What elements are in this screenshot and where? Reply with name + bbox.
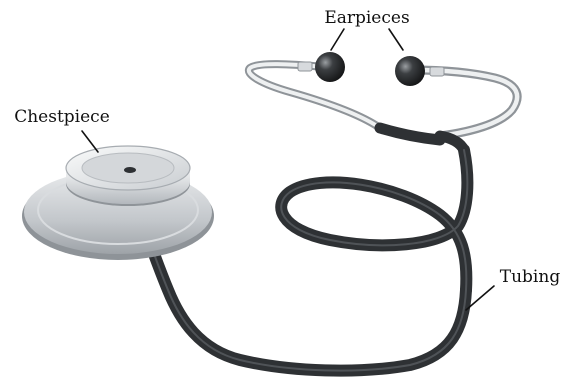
earpieces [315,52,425,86]
left-earpiece-icon [315,52,345,82]
tubing-label: Tubing [500,267,561,287]
earpieces-leader-left [331,29,344,50]
tubing-path [146,150,467,371]
earpieces-leader-right [389,29,403,50]
right-earpiece-icon [395,56,425,86]
chestpiece [22,146,214,260]
earpieces-label: Earpieces [324,8,409,28]
chestpiece-label: Chestpiece [14,107,110,127]
chestpiece-leader [82,131,98,152]
